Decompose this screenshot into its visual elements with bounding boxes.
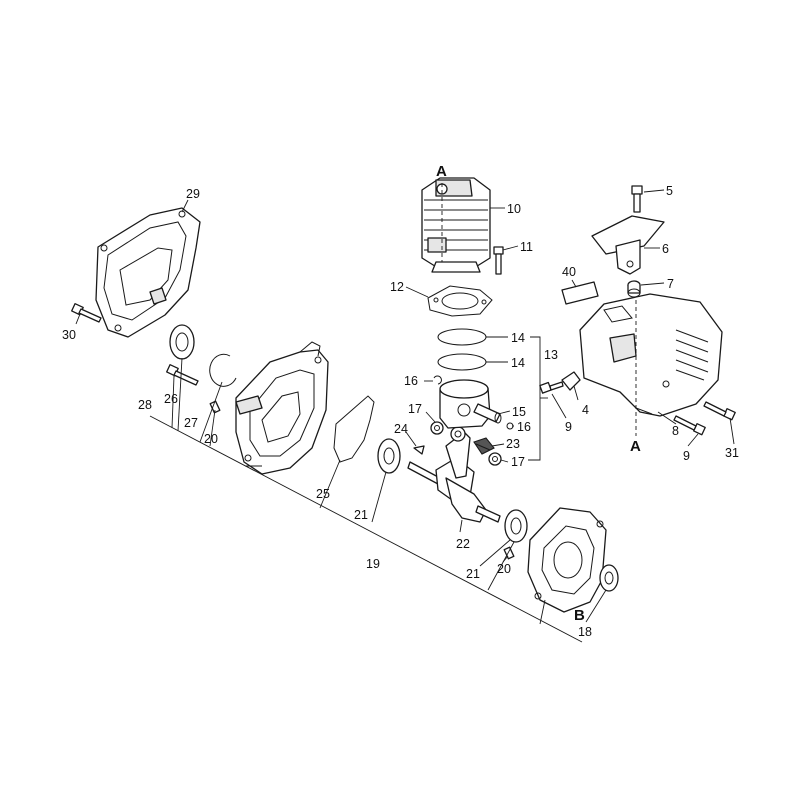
callout-4: 4 <box>582 403 589 417</box>
clip-4 <box>561 371 581 391</box>
woodruff-key-24 <box>413 445 425 455</box>
label-40 <box>561 281 599 305</box>
callout-labels: 29 30 28 26 27 20 25 21 19 24 22 21 20 1… <box>62 184 739 639</box>
callout-14-top: 14 <box>511 331 525 345</box>
callout-16-left: 16 <box>404 374 418 388</box>
callout-13: 13 <box>544 348 558 362</box>
cylinder-10 <box>421 177 491 273</box>
callout-8: 8 <box>672 424 679 438</box>
piston-ring-14-top <box>437 328 487 346</box>
callout-9-left: 9 <box>565 420 572 434</box>
crankcase-gasket-25 <box>333 395 375 463</box>
needle-bearing-23 <box>473 437 495 455</box>
piston-ring-14-bottom <box>437 353 487 371</box>
flywheel-cover-housing <box>95 207 201 338</box>
bolt-5 <box>631 185 643 213</box>
callout-21-right: 21 <box>466 567 480 581</box>
bracket-6 <box>591 215 665 275</box>
thrust-washer-17-bottom <box>488 452 502 466</box>
callout-14-bottom: 14 <box>511 356 525 370</box>
callout-23: 23 <box>506 437 520 451</box>
cylinder-cover-8 <box>579 293 723 417</box>
reference-markers: A A B <box>436 163 641 624</box>
callout-26: 26 <box>164 392 178 406</box>
callout-27: 27 <box>184 416 198 430</box>
callout-5: 5 <box>666 184 673 198</box>
piston-pin-clip-16-left <box>433 375 442 385</box>
oil-seal-28 <box>169 324 195 360</box>
callout-22: 22 <box>456 537 470 551</box>
bolt-26 <box>166 364 199 386</box>
callout-17-top: 17 <box>408 402 422 416</box>
grommet-7 <box>627 280 641 298</box>
callout-7: 7 <box>667 277 674 291</box>
crankshaft-22 <box>407 426 501 523</box>
callout-15: 15 <box>512 405 526 419</box>
callout-10: 10 <box>507 202 521 216</box>
callout-16-right: 16 <box>517 420 531 434</box>
callout-19: 19 <box>366 557 380 571</box>
callout-12: 12 <box>390 280 404 294</box>
screw-9-left <box>539 381 564 394</box>
thrust-washer-17-top <box>430 421 444 435</box>
callout-30: 30 <box>62 328 76 342</box>
callout-11: 11 <box>520 240 533 254</box>
bearing-21-right <box>504 509 528 543</box>
dowel-pin-20-right <box>503 546 515 560</box>
screw-31 <box>703 401 736 421</box>
marker-b: B <box>574 607 585 624</box>
callout-24: 24 <box>394 422 408 436</box>
circlip-27 <box>209 353 237 387</box>
callout-20-right: 20 <box>497 562 511 576</box>
bearing-21-left <box>377 438 401 474</box>
piston <box>439 379 491 429</box>
callout-28: 28 <box>138 398 152 412</box>
marker-a-top: A <box>436 163 447 180</box>
marker-a-bottom: A <box>630 438 641 455</box>
bolt-30 <box>71 303 102 323</box>
callout-17-bottom: 17 <box>511 455 525 469</box>
callout-20-left: 20 <box>204 432 218 446</box>
cylinder-bolt-11 <box>493 246 504 275</box>
callout-18: 18 <box>578 625 592 639</box>
crankcase-right-half <box>527 507 607 613</box>
callout-9-right: 9 <box>683 449 690 463</box>
cylinder-gasket-12 <box>427 285 493 317</box>
piston-pin-15 <box>473 403 502 424</box>
callout-29: 29 <box>186 187 200 201</box>
crankcase-left-half <box>235 341 329 475</box>
screw-9-right <box>673 415 706 436</box>
callout-40: 40 <box>562 265 576 279</box>
callout-21-left: 21 <box>354 508 368 522</box>
callout-31: 31 <box>725 446 739 460</box>
callout-25: 25 <box>316 487 330 501</box>
oil-seal-right <box>599 564 619 592</box>
callout-6: 6 <box>662 242 669 256</box>
leader-lines <box>75 189 735 643</box>
